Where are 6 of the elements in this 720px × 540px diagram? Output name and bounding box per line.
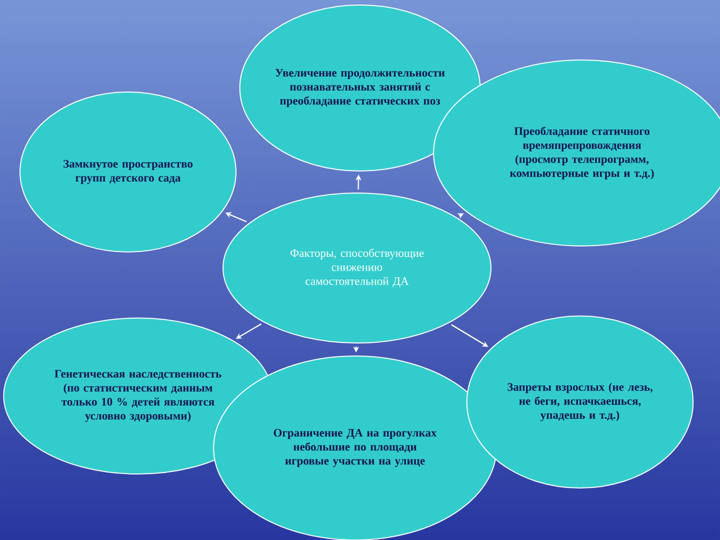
oval: Запреты взрослых (не лезь, не беги, испачкаешься, упадешь и т.д.) — [466, 315, 694, 488]
oval: Факторы, способствующие снижению самостоятельной ДА — [222, 192, 492, 344]
node-label: Ограничение ДА на прогулках небольшие по площади игровые участки на улице — [274, 428, 437, 468]
node-label: Преобладание статичного времяпрепровождения (просмотр телепрограмм, компьютерные игры и т.д.) — [510, 126, 654, 180]
oval: Замкнутое пространство групп детского сада — [20, 92, 236, 252]
oval: Увеличение продолжительности познавательных занятий с преобладание статических поз — [239, 4, 481, 172]
